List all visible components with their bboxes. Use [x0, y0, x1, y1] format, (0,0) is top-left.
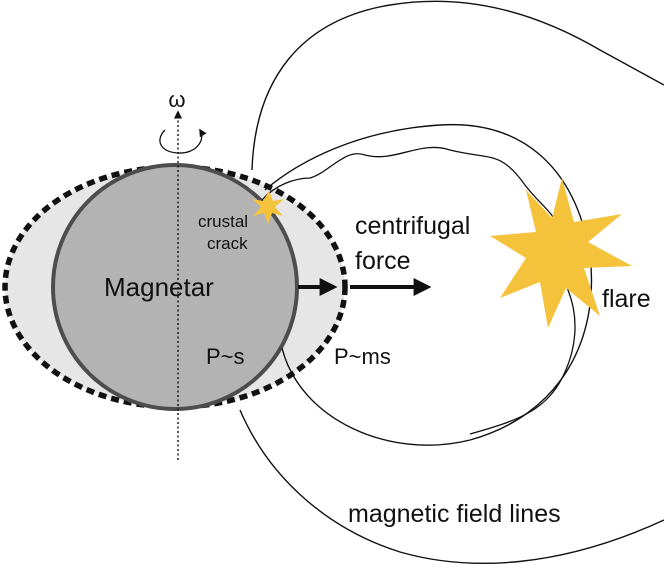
outer-field-line-lower	[239, 409, 664, 565]
omega-label: ω	[168, 87, 185, 112]
outer-field-line	[251, 0, 664, 171]
crustal-crack-burst	[252, 191, 284, 224]
centrifugal-label: centrifugal	[355, 212, 470, 240]
flare-burst	[490, 178, 632, 328]
twisted-field-loop	[261, 146, 576, 435]
field-lines-label: magnetic field lines	[348, 500, 561, 528]
period-milliseconds-label: P~ms	[334, 344, 391, 369]
force-label: force	[355, 247, 411, 275]
crack-label: crack	[207, 234, 248, 253]
rotation-arrow	[159, 128, 207, 154]
magnetar-sphere	[51, 163, 299, 411]
magnetar-label: Magnetar	[104, 272, 214, 302]
period-seconds-label: P~s	[206, 344, 245, 369]
crustal-label: crustal	[198, 212, 248, 231]
flare-label: flare	[602, 285, 651, 313]
